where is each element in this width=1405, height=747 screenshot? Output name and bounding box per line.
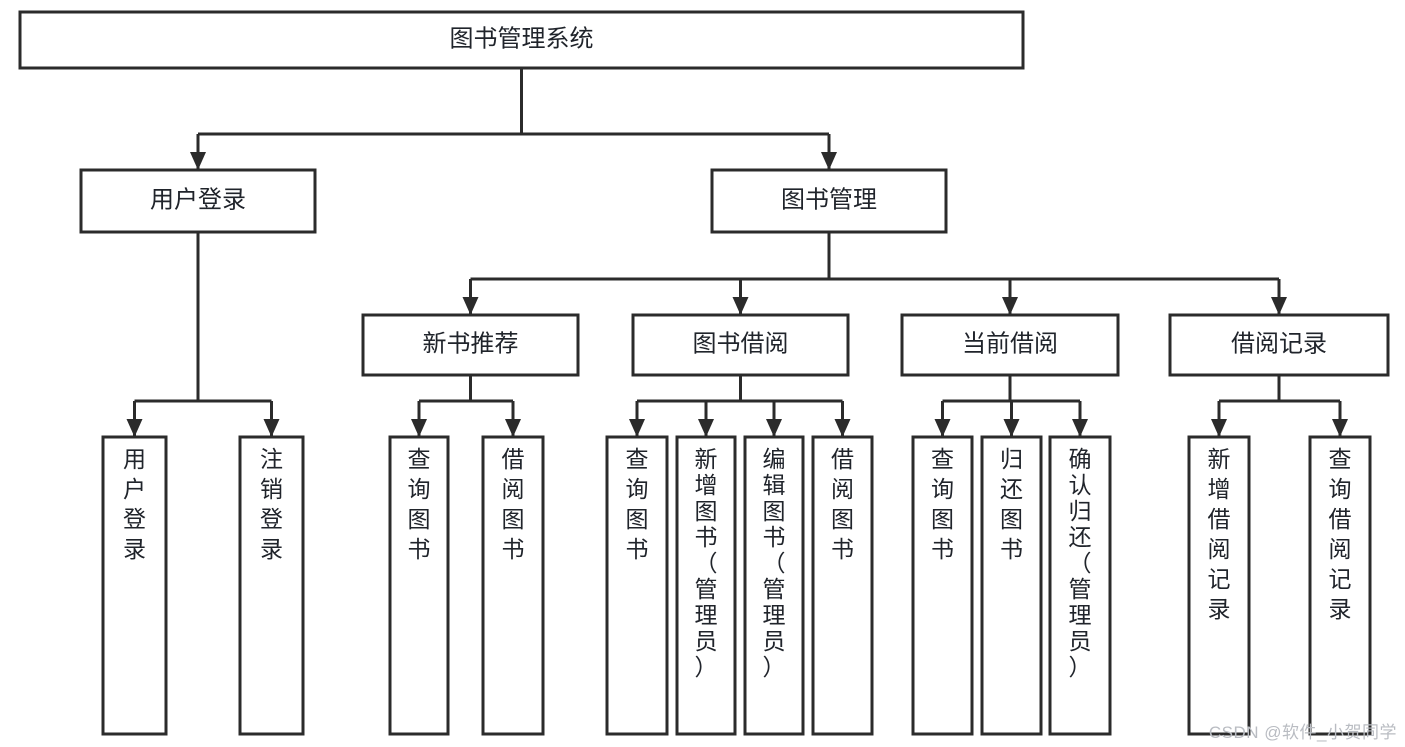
node-leaf-edit-book-admin[interactable]: 编辑图书（管理员） (743, 435, 805, 736)
node-box[interactable] (388, 435, 450, 736)
arrow-head-icon (732, 297, 749, 315)
node-box[interactable] (481, 435, 545, 736)
arrow-head-icon (126, 419, 143, 437)
node-leaf-add-book-admin[interactable]: 新增图书（管理员） (675, 435, 737, 736)
node-label: 查询借阅记录 (1329, 446, 1352, 622)
node-box[interactable] (911, 435, 974, 736)
node-label: 借阅图书 (502, 446, 525, 562)
node-label: 用户登录 (150, 186, 246, 213)
node-label: 新书推荐 (423, 330, 519, 357)
node-box[interactable] (101, 435, 168, 736)
node-label: 查询图书 (408, 446, 431, 562)
node-box[interactable] (743, 435, 805, 736)
node-leaf-query-book-cur[interactable]: 查询图书 (911, 435, 974, 736)
arrow-head-icon (1003, 419, 1020, 437)
node-box[interactable] (1168, 313, 1390, 377)
arrow-head-icon (1072, 419, 1088, 437)
arrow-head-icon (462, 297, 479, 315)
node-label: 图书管理 (781, 186, 877, 213)
node-box[interactable] (1048, 435, 1112, 736)
arrow-head-icon (411, 419, 427, 437)
node-leaf-borrow-book-brw[interactable]: 借阅图书 (811, 435, 874, 736)
node-box[interactable] (900, 313, 1120, 377)
node-l2-user-login[interactable]: 用户登录 (79, 168, 317, 234)
arrow-head-icon (821, 152, 837, 170)
node-leaf-logout[interactable]: 注销登录 (238, 435, 305, 736)
node-l3-borrow-record[interactable]: 借阅记录 (1168, 313, 1390, 377)
node-label: 借阅记录 (1231, 330, 1327, 357)
node-box[interactable] (1308, 435, 1372, 736)
node-box[interactable] (361, 313, 580, 377)
node-root[interactable]: 图书管理系统 (18, 10, 1025, 70)
node-label: 确认归还（管理员） (1069, 446, 1092, 680)
node-box[interactable] (710, 168, 948, 234)
node-label: 注销登录 (260, 446, 283, 562)
node-box[interactable] (675, 435, 737, 736)
node-label: 借阅图书 (831, 446, 854, 562)
node-label: 新增图书（管理员） (695, 446, 718, 680)
node-label: 查询图书 (626, 446, 649, 562)
arrow-head-icon (834, 419, 851, 437)
arrow-head-icon (1211, 419, 1227, 437)
node-label: 归还图书 (1000, 446, 1023, 562)
arrow-head-icon (1002, 297, 1018, 315)
arrow-head-icon (934, 419, 951, 437)
node-l3-book-borrow[interactable]: 图书借阅 (631, 313, 850, 377)
arrow-head-icon (190, 152, 206, 170)
arrow-head-icon (766, 419, 782, 437)
node-leaf-user-login[interactable]: 用户登录 (101, 435, 168, 736)
arrow-head-icon (1332, 419, 1348, 437)
arrow-head-icon (698, 419, 714, 437)
node-box[interactable] (631, 313, 850, 377)
node-label: 图书借阅 (693, 330, 789, 357)
node-leaf-query-book-rec[interactable]: 查询图书 (388, 435, 450, 736)
arrow-head-icon (629, 419, 645, 437)
node-leaf-add-borrow-record[interactable]: 新增借阅记录 (1187, 435, 1251, 736)
node-box[interactable] (980, 435, 1043, 736)
node-leaf-query-book-brw[interactable]: 查询图书 (605, 435, 669, 736)
csdn-watermark: CSDN @软件_小贺同学 (1208, 723, 1397, 742)
node-box[interactable] (79, 168, 317, 234)
node-l3-current-borrow[interactable]: 当前借阅 (900, 313, 1120, 377)
node-label: 图书管理系统 (450, 25, 594, 52)
node-label: 新增借阅记录 (1208, 446, 1231, 622)
node-leaf-query-borrow-record[interactable]: 查询借阅记录 (1308, 435, 1372, 736)
node-label: 编辑图书（管理员） (763, 446, 786, 680)
arrow-head-icon (263, 419, 280, 437)
node-l3-new-book-rec[interactable]: 新书推荐 (361, 313, 580, 377)
arrow-head-icon (505, 419, 521, 437)
arrow-head-icon (1271, 297, 1287, 315)
node-box[interactable] (238, 435, 305, 736)
node-l2-book-manage[interactable]: 图书管理 (710, 168, 948, 234)
node-box[interactable] (605, 435, 669, 736)
node-label: 当前借阅 (962, 330, 1058, 357)
node-box[interactable] (811, 435, 874, 736)
node-leaf-return-book[interactable]: 归还图书 (980, 435, 1043, 736)
node-leaf-borrow-book-rec[interactable]: 借阅图书 (481, 435, 545, 736)
node-box[interactable] (18, 10, 1025, 70)
node-box[interactable] (1187, 435, 1251, 736)
node-leaf-confirm-return[interactable]: 确认归还（管理员） (1048, 435, 1112, 736)
node-label: 查询图书 (931, 446, 954, 562)
node-label: 用户登录 (123, 446, 146, 562)
